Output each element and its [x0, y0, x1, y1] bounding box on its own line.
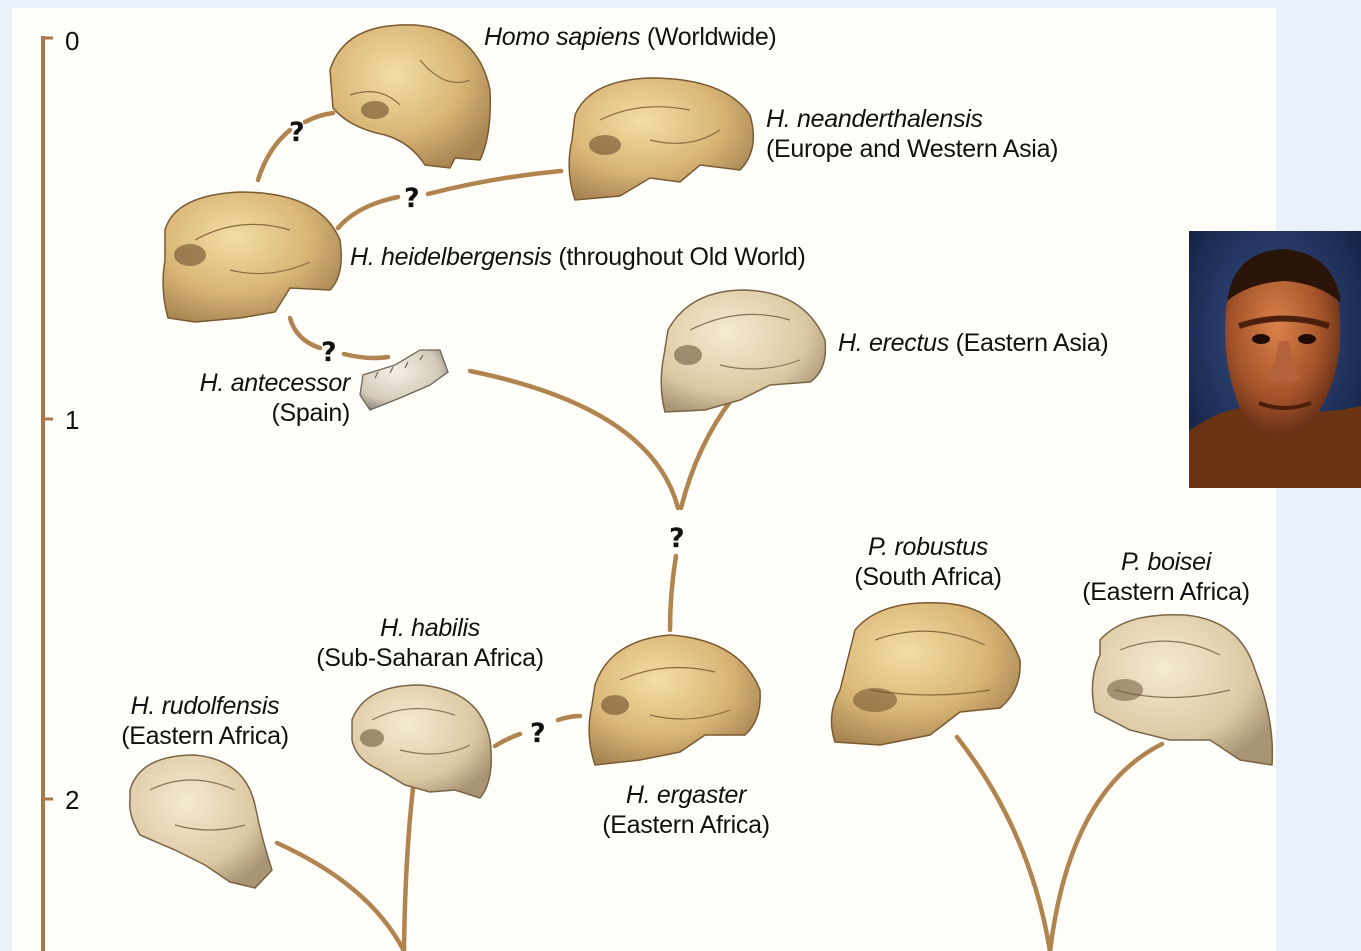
branch-ergaster-habilis: [495, 734, 520, 746]
skull-habilis: [352, 685, 491, 798]
species-name: H. antecessor: [200, 369, 350, 397]
species-range: (Spain): [272, 399, 351, 427]
species-range: (Worldwide): [647, 23, 777, 51]
branch-antecessor-right: [344, 354, 388, 358]
label-neanderthalensis: H. neanderthalensis(Europe and Western A…: [766, 104, 1058, 164]
species-range: (Eastern Asia): [956, 329, 1109, 357]
species-range: (Eastern Africa): [602, 811, 769, 839]
species-range: (Europe and Western Asia): [766, 135, 1058, 163]
axis-tick-label: 1: [65, 405, 79, 436]
species-range: (Sub-Saharan Africa): [316, 644, 543, 672]
skull-boisei: [1092, 615, 1272, 765]
branch-erectus-left: [470, 371, 678, 508]
branch-habilis: [404, 788, 413, 951]
axis-tick-label: 2: [65, 785, 79, 816]
label-boisei: P. boisei(Eastern Africa): [1060, 547, 1272, 607]
branch-ergaster: [670, 556, 676, 630]
species-name: P. boisei: [1121, 548, 1211, 576]
question-mark-erectus-ergaster: ?: [669, 523, 685, 554]
question-mark-sapiens: ?: [289, 117, 305, 148]
species-range: (South Africa): [854, 563, 1001, 591]
species-name: H. ergaster: [626, 781, 746, 809]
skull-ergaster: [589, 635, 760, 765]
label-homo-sapiens: Homo sapiens (Worldwide): [484, 22, 776, 52]
species-range: (Eastern Africa): [121, 722, 288, 750]
species-range: (throughout Old World): [558, 243, 805, 271]
skull-heidelbergensis: [163, 192, 341, 322]
time-axis: [41, 36, 53, 951]
label-antecessor: H. antecessor(Spain): [160, 368, 350, 428]
label-rudolfensis: H. rudolfensis(Eastern Africa): [100, 691, 310, 751]
question-mark-antecessor: ?: [321, 337, 337, 368]
species-name: P. robustus: [868, 533, 988, 561]
skull-robustus: [831, 603, 1020, 745]
reconstruction-portrait-image: [1189, 231, 1361, 488]
label-robustus: P. robustus(South Africa): [828, 532, 1028, 592]
label-heidelbergensis: H. heidelbergensis (throughout Old World…: [350, 242, 806, 272]
skull-erectus: [661, 290, 825, 412]
branch-sapiens-top: [305, 113, 333, 122]
species-name: H. rudolfensis: [131, 692, 280, 720]
label-habilis: H. habilis(Sub-Saharan Africa): [288, 613, 572, 673]
species-name: H. neanderthalensis: [766, 105, 983, 133]
question-mark-habilis-ergaster: ?: [530, 718, 546, 749]
skull-neanderthalensis: [569, 78, 753, 200]
branch-antecessor: [290, 318, 320, 348]
species-name: Homo sapiens: [484, 23, 640, 51]
branch-sapiens: [258, 130, 290, 180]
branch-neanderthalensis: [338, 197, 398, 228]
species-name: H. habilis: [380, 614, 480, 642]
skull-rudolfensis: [130, 755, 272, 888]
species-range: (Eastern Africa): [1082, 578, 1249, 606]
branch-robustus: [957, 737, 1050, 951]
label-ergaster: H. ergaster(Eastern Africa): [576, 780, 796, 840]
question-mark-neanderthalensis: ?: [404, 183, 420, 214]
axis-tick-label: 0: [65, 26, 79, 57]
branch-boisei: [1050, 744, 1162, 951]
species-name: H. heidelbergensis: [350, 243, 552, 271]
skull-homo-sapiens: [330, 25, 490, 168]
branch-neanderthalensis-right: [428, 171, 561, 194]
branch-erectus-right: [681, 399, 732, 508]
branch-ergaster-habilis-right: [558, 716, 580, 720]
label-erectus: H. erectus (Eastern Asia): [838, 328, 1108, 358]
species-name: H. erectus: [838, 329, 949, 357]
branch-rudolfensis: [277, 843, 404, 951]
